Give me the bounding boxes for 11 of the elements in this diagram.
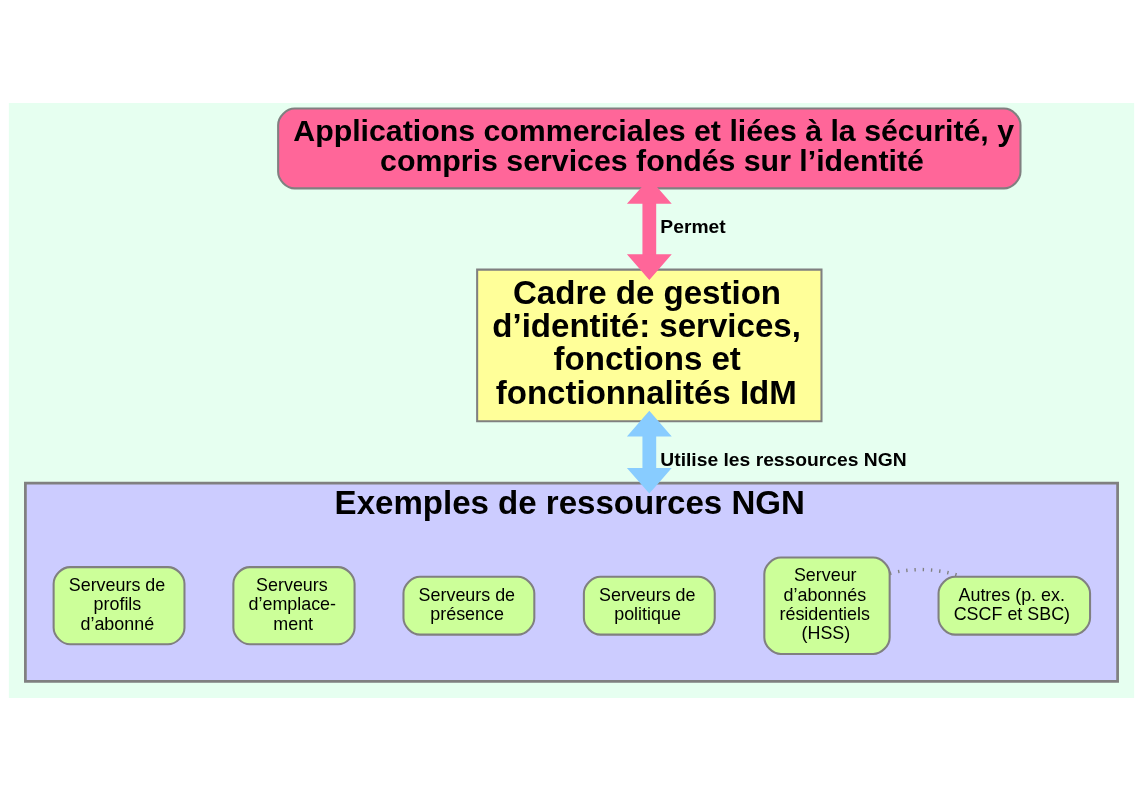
edge-label: Permet — [660, 215, 726, 237]
node-box: Autres (p. ex. CSCF et SBC) — [937, 575, 1092, 636]
arrow — [626, 410, 672, 494]
node-box: Serveur d’abonnés résidentiels (HSS) — [763, 555, 891, 655]
node-box: Applications commerciales et liées à la sécurité, y compris services fondés sur l’identité — [277, 106, 1022, 189]
node-box: Serveurs de politique — [582, 575, 716, 636]
node-box: Cadre de gestion d’identité: services, fonctions et fonctionnalités IdM — [476, 268, 823, 422]
node-box: Serveurs d’emplace- ment — [232, 565, 356, 645]
edge-label: Utilise les ressources NGN — [660, 448, 907, 470]
node-box: Serveurs de présence — [402, 575, 536, 636]
node-box: Serveurs de profils d’abonné — [52, 565, 186, 645]
